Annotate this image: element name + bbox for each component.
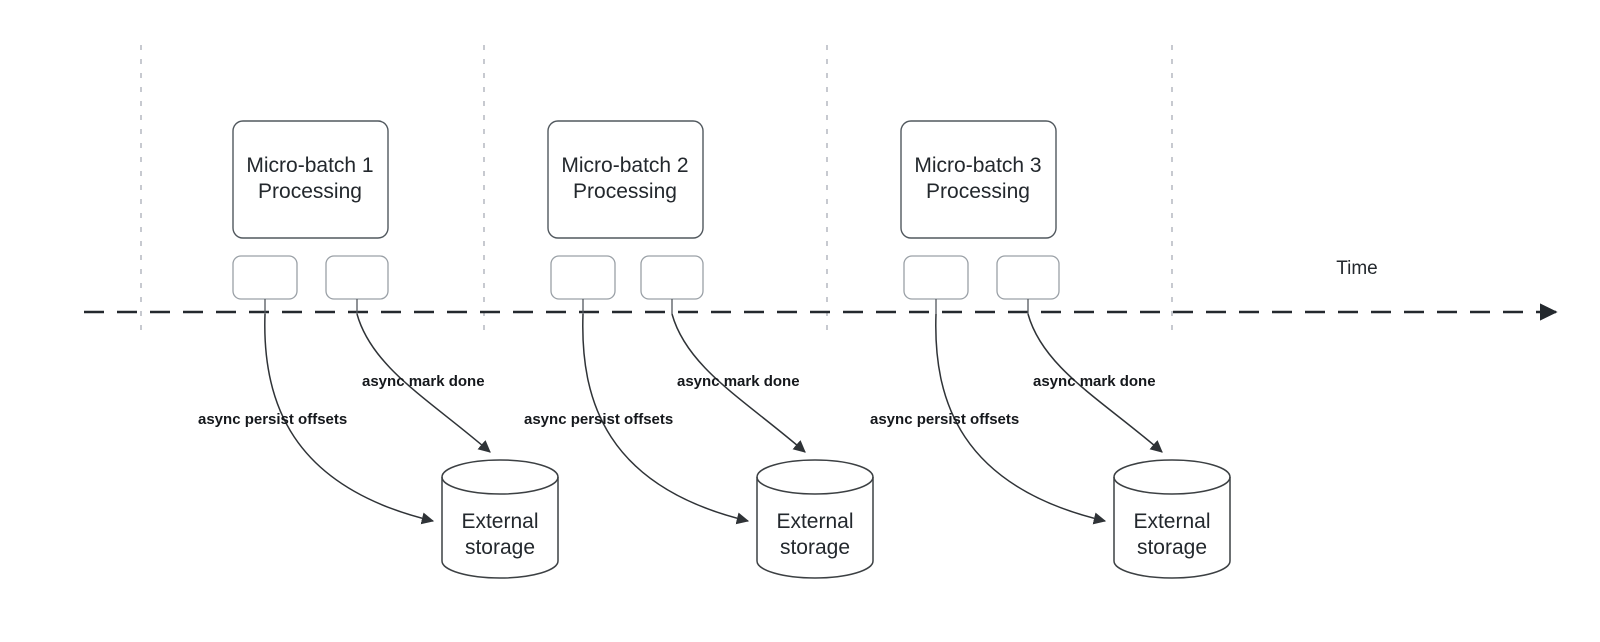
edge-persist-offsets-2-label: async persist offsets	[524, 411, 673, 428]
external-storage-3-label-line1: External	[1133, 510, 1210, 533]
external-storage-2-label-line2: storage	[780, 536, 850, 559]
external-storage-1-label-line2: storage	[465, 536, 535, 559]
task-box-2a[interactable]	[550, 255, 616, 300]
micro-batch-3-label-line1: Micro-batch 3	[914, 154, 1041, 177]
group-2: Micro-batch 2 Processing async persist o…	[524, 120, 874, 579]
external-storage-2-top	[756, 459, 874, 495]
external-storage-3[interactable]: External storage	[1113, 459, 1231, 579]
task-box-3b[interactable]	[996, 255, 1060, 300]
micro-batch-1-box[interactable]: Micro-batch 1 Processing	[232, 120, 389, 239]
micro-batch-2-box[interactable]: Micro-batch 2 Processing	[547, 120, 704, 239]
external-storage-1-body-fill	[442, 477, 558, 578]
edge-persist-offsets-2	[582, 313, 750, 525]
micro-batch-3-box-rect[interactable]	[900, 120, 1057, 239]
task-box-1b[interactable]	[325, 255, 389, 300]
micro-batch-2-label-line1: Micro-batch 2	[561, 154, 688, 177]
task-box-3a[interactable]	[903, 255, 969, 300]
edge-persist-offsets-1-label: async persist offsets	[198, 411, 347, 428]
external-storage-1[interactable]: External storage	[441, 459, 559, 579]
edge-mark-done-2	[671, 313, 806, 453]
group-1: Micro-batch 1 Processing async persist o…	[198, 120, 559, 579]
time-axis-label: Time	[1336, 258, 1378, 279]
edge-persist-offsets-3	[935, 313, 1107, 525]
task-box-2b[interactable]	[640, 255, 704, 300]
edge-mark-done-3	[1027, 313, 1163, 453]
edge-mark-done-1-label: async mark done	[362, 373, 485, 390]
external-storage-1-top	[441, 459, 559, 495]
micro-batch-3-box[interactable]: Micro-batch 3 Processing	[900, 120, 1057, 239]
external-storage-1-label-line1: External	[461, 510, 538, 533]
edge-mark-done-3-label: async mark done	[1033, 373, 1156, 390]
external-storage-2-body-fill	[757, 477, 873, 578]
micro-batch-1-box-rect[interactable]	[232, 120, 389, 239]
external-storage-1-body	[441, 477, 559, 579]
external-storage-2-body	[756, 477, 874, 579]
external-storage-2[interactable]: External storage	[756, 459, 874, 579]
external-storage-3-top	[1113, 459, 1231, 495]
edge-persist-offsets-3-label: async persist offsets	[870, 411, 1019, 428]
edge-mark-done-2-label: async mark done	[677, 373, 800, 390]
external-storage-2-label-line1: External	[776, 510, 853, 533]
micro-batch-3-label-line2: Processing	[926, 180, 1030, 203]
micro-batch-1-label-line1: Micro-batch 1	[246, 154, 373, 177]
external-storage-3-body	[1113, 477, 1231, 579]
edge-persist-offsets-1	[264, 313, 435, 525]
task-box-1a[interactable]	[232, 255, 298, 300]
edge-mark-done-1	[356, 313, 491, 453]
micro-batch-1-label-line2: Processing	[258, 180, 362, 203]
external-storage-3-body-fill	[1114, 477, 1230, 578]
group-3: Micro-batch 3 Processing async persist o…	[870, 120, 1231, 579]
external-storage-3-label-line2: storage	[1137, 536, 1207, 559]
micro-batch-2-label-line2: Processing	[573, 180, 677, 203]
time-axis: Time	[84, 258, 1558, 321]
micro-batch-2-box-rect[interactable]	[547, 120, 704, 239]
